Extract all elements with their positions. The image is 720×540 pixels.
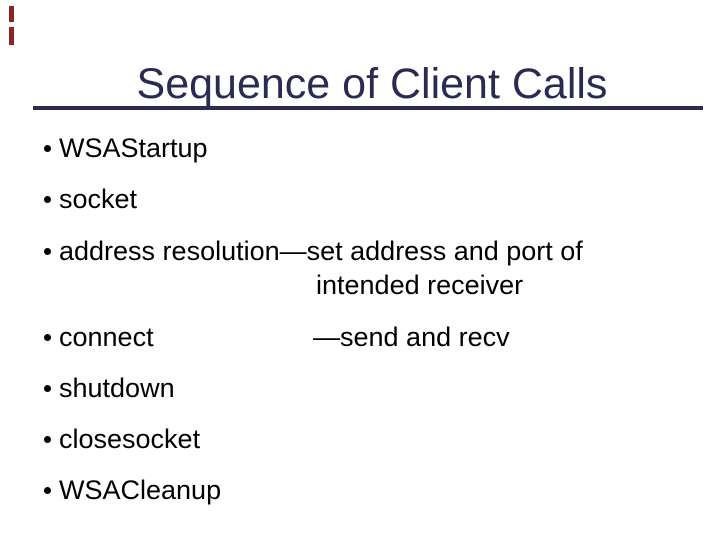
bullet-text: shutdown [59,373,175,403]
bullet-text-continuation: intended receiver [316,270,524,300]
bullet-text: closesocket [59,424,201,454]
corner-tick-icon [9,6,14,22]
list-item: WSACleanup [44,473,704,507]
title-underline [33,106,703,110]
list-item: address resolution—set address and port … [44,234,704,302]
list-item: socket [44,182,704,216]
bullet-text: address resolution—set address and port … [59,236,583,266]
bullet-icon [44,436,51,443]
corner-tick-icon [9,27,14,45]
bullet-text-group: connect —send and recv [59,320,704,354]
bullet-text-group: address resolution—set address and port … [59,234,704,302]
bullet-icon [44,385,51,392]
bullet-text: WSACleanup [59,475,222,505]
bullet-text: socket [59,184,138,214]
list-item: connect —send and recv [44,320,704,354]
list-item: closesocket [44,422,704,456]
bullet-icon [44,145,51,152]
bullet-text: WSAStartup [59,133,208,163]
bullet-icon [44,487,51,494]
bullet-icon [44,248,51,255]
page-title: Sequence of Client Calls [136,60,608,108]
bullet-icon [44,196,51,203]
list-item: shutdown [44,371,704,405]
bullet-annotation: —send and recv [313,322,510,352]
bullet-icon [44,334,51,341]
list-item: WSAStartup [44,131,704,165]
bullet-text: connect [59,322,154,352]
